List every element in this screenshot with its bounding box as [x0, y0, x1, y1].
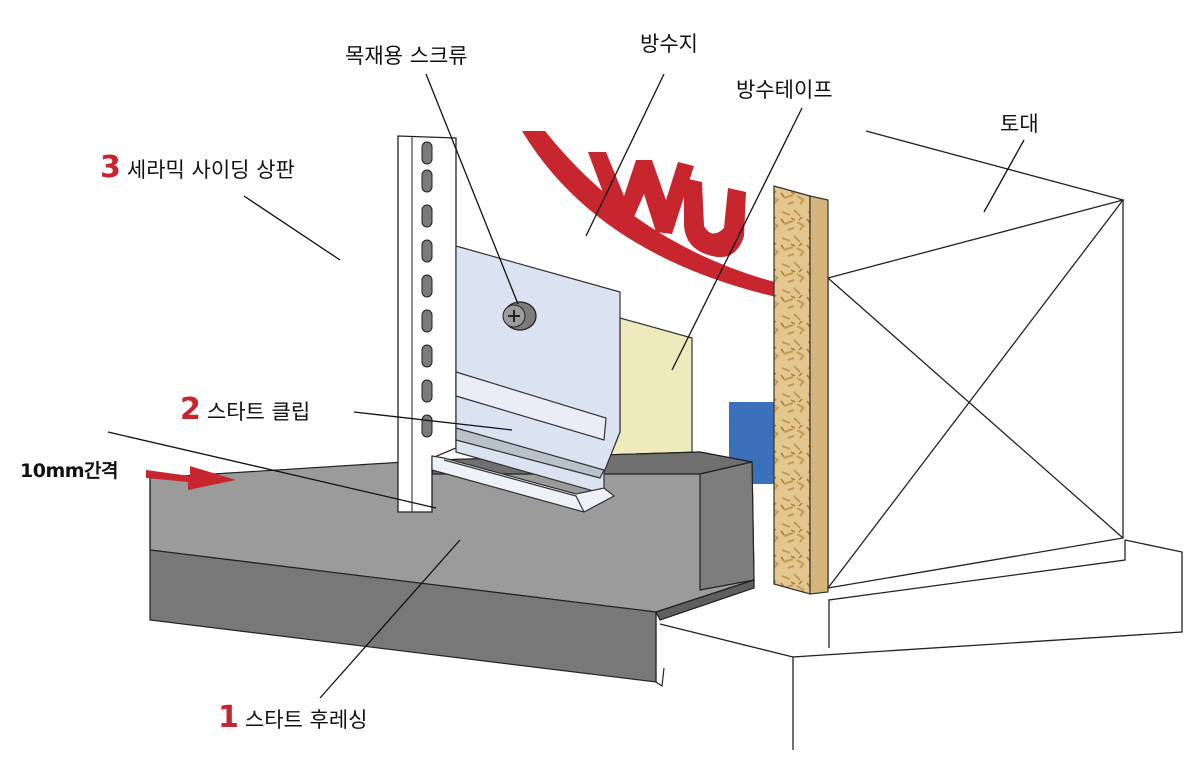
label-clip-number: 2: [180, 392, 201, 427]
label-siding-text: 세라믹 사이딩 상판: [126, 158, 295, 182]
gap-arrow: [146, 466, 236, 490]
foundation: [659, 539, 1183, 750]
start-flashing: [149, 451, 755, 688]
label-siding-number: 3: [100, 150, 121, 185]
label-wood-screw: 목재용 스크류: [345, 44, 468, 68]
label-flashing-number: 1: [218, 700, 239, 735]
wood-screw: [502, 301, 537, 331]
label-gap: 10mm간격: [20, 460, 119, 482]
wrap-logo: [522, 131, 790, 300]
label-waterproof-paper: 방수지: [640, 32, 698, 56]
osb-board: [773, 185, 829, 595]
siding-slots: [421, 141, 433, 438]
label-sill: 토대: [1000, 112, 1039, 136]
leader-lines: [107, 73, 1025, 699]
sill-box: [827, 130, 1126, 590]
label-waterproof-tape: 방수테이프: [736, 78, 833, 102]
start-clip: [431, 245, 621, 513]
label-flashing-text: 스타트 후레싱: [244, 708, 368, 732]
label-clip-text: 스타트 클립: [206, 400, 311, 424]
